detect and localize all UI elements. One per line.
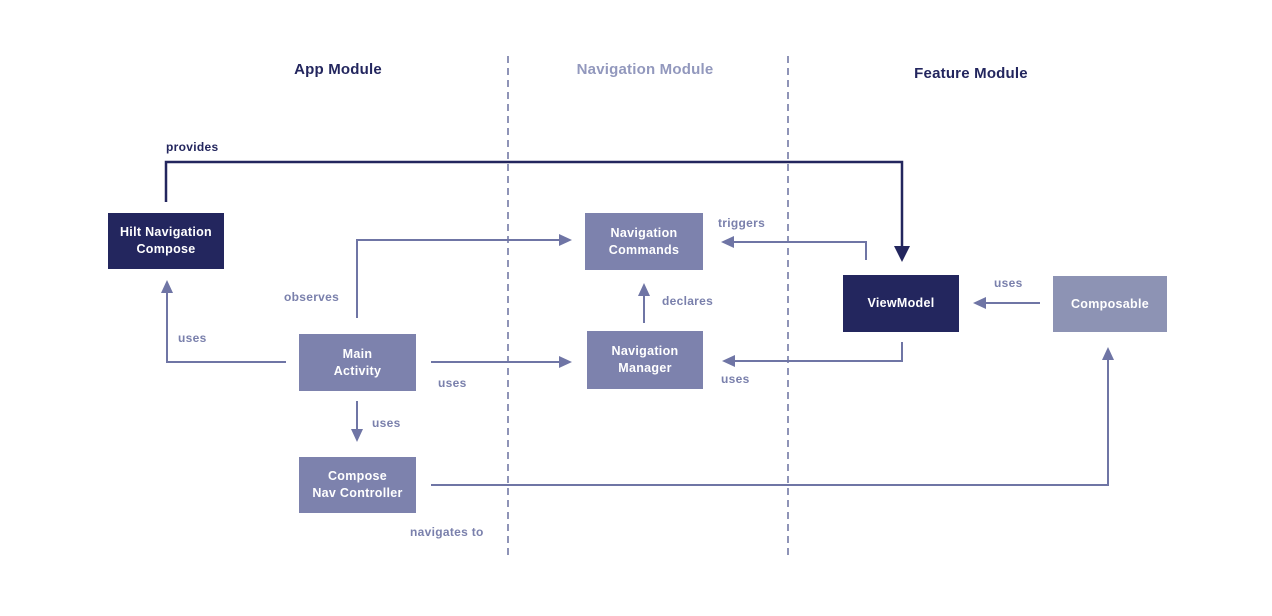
edge-label-uses-main-to-hilt: uses	[178, 331, 207, 345]
node-navigation-commands: Navigation Commands	[585, 213, 703, 270]
edge-label-triggers: triggers	[718, 216, 766, 230]
node-compose-nav-controller: Compose Nav Controller	[299, 457, 416, 513]
edge-label-uses-main-to-controller: uses	[372, 416, 401, 430]
arrowhead-uses-composable-to-viewmodel-left-icon	[973, 297, 986, 309]
node-hilt-navigation-compose: Hilt Navigation Compose	[108, 213, 224, 269]
arrowhead-observes-right-icon	[559, 234, 572, 246]
arrowhead-uses-main-to-controller-down-icon	[351, 429, 363, 442]
edge-uses-main-to-hilt	[166, 293, 286, 363]
edge-label-navigates-to: navigates to	[410, 525, 484, 539]
module-title-app: App Module	[294, 61, 382, 78]
module-title-feature: Feature Module	[914, 65, 1028, 82]
node-navigation-manager: Navigation Manager	[587, 331, 703, 389]
edge-navigates-to	[431, 360, 1109, 486]
node-viewmodel: ViewModel	[843, 275, 959, 332]
arrowhead-navigates-to-up-icon	[1102, 347, 1114, 360]
arrowhead-uses-viewmodel-to-manager-left-icon	[722, 355, 735, 367]
arrowhead-uses-main-to-manager-right-icon	[559, 356, 572, 368]
edge-label-uses-viewmodel-to-manager: uses	[721, 372, 750, 386]
edge-label-uses-main-to-manager: uses	[438, 376, 467, 390]
edge-label-provides: provides	[166, 140, 219, 154]
arrowhead-declares-up-icon	[638, 283, 650, 296]
arrowhead-triggers-left-icon	[721, 236, 734, 248]
arrowhead-uses-main-to-hilt-up-icon	[161, 280, 173, 293]
edge-triggers	[734, 241, 867, 260]
edge-label-observes: observes	[284, 290, 340, 304]
arrowhead-provides-down-icon	[894, 246, 910, 262]
edge-label-declares: declares	[662, 294, 714, 308]
node-composable: Composable	[1053, 276, 1167, 332]
edge-provides	[164, 160, 904, 247]
edge-observes	[356, 239, 559, 318]
edge-label-uses-composable-to-viewmodel: uses	[994, 276, 1023, 290]
module-title-navigation: Navigation Module	[576, 61, 714, 78]
node-main-activity: Main Activity	[299, 334, 416, 391]
edge-uses-viewmodel-to-manager	[735, 342, 903, 362]
